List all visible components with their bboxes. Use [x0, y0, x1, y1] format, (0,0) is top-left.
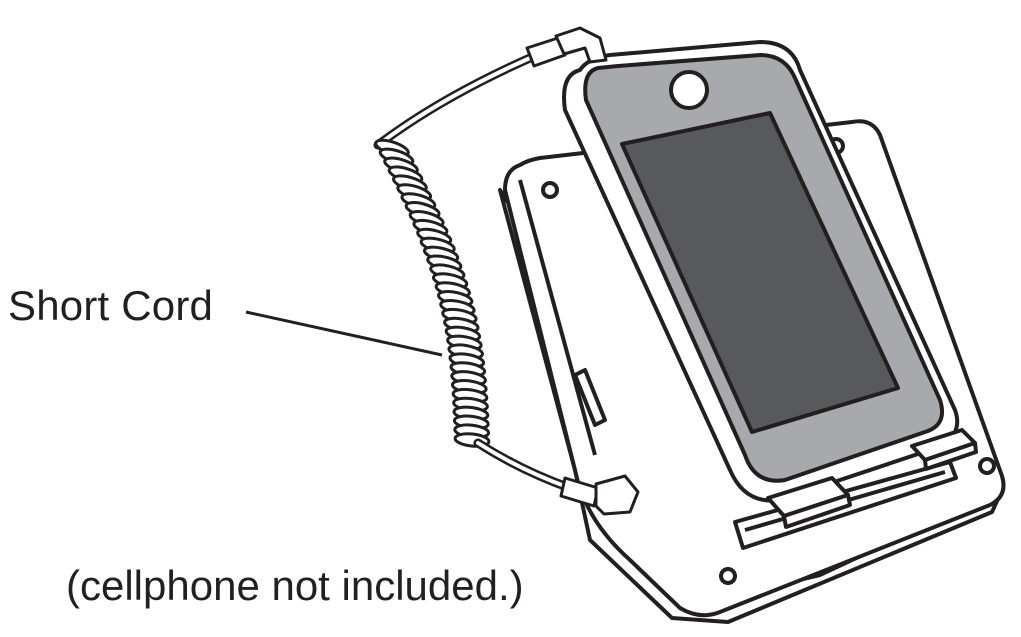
screw-hole-bottom-right [978, 457, 996, 475]
holder-clips [766, 428, 978, 529]
screw-hole-top-left [541, 181, 559, 199]
phone-screen [620, 111, 900, 434]
short-cord-label: Short Cord [8, 282, 214, 329]
dock-side-port [573, 368, 607, 427]
dock-plate-edge [518, 179, 597, 456]
callout-leader-line [245, 310, 443, 357]
cord-top-lead-fill [376, 56, 532, 147]
cord-bottom-plug [594, 474, 640, 516]
cellphone-not-included-note: (cellphone not included.) [66, 562, 524, 609]
cord-top-plug [554, 26, 608, 64]
cord-top-lead [373, 53, 535, 150]
holder-clip-left-front [782, 493, 852, 529]
screw-hole-bottom-left [719, 567, 737, 585]
cord-bottom-connector [559, 476, 600, 508]
smartphone [562, 40, 960, 503]
holder-clip-right-front [923, 441, 978, 471]
coil-rings [374, 138, 491, 448]
cord-bottom-lead-fill [476, 441, 572, 490]
home-button [669, 70, 709, 110]
coiled-cord [373, 26, 640, 516]
